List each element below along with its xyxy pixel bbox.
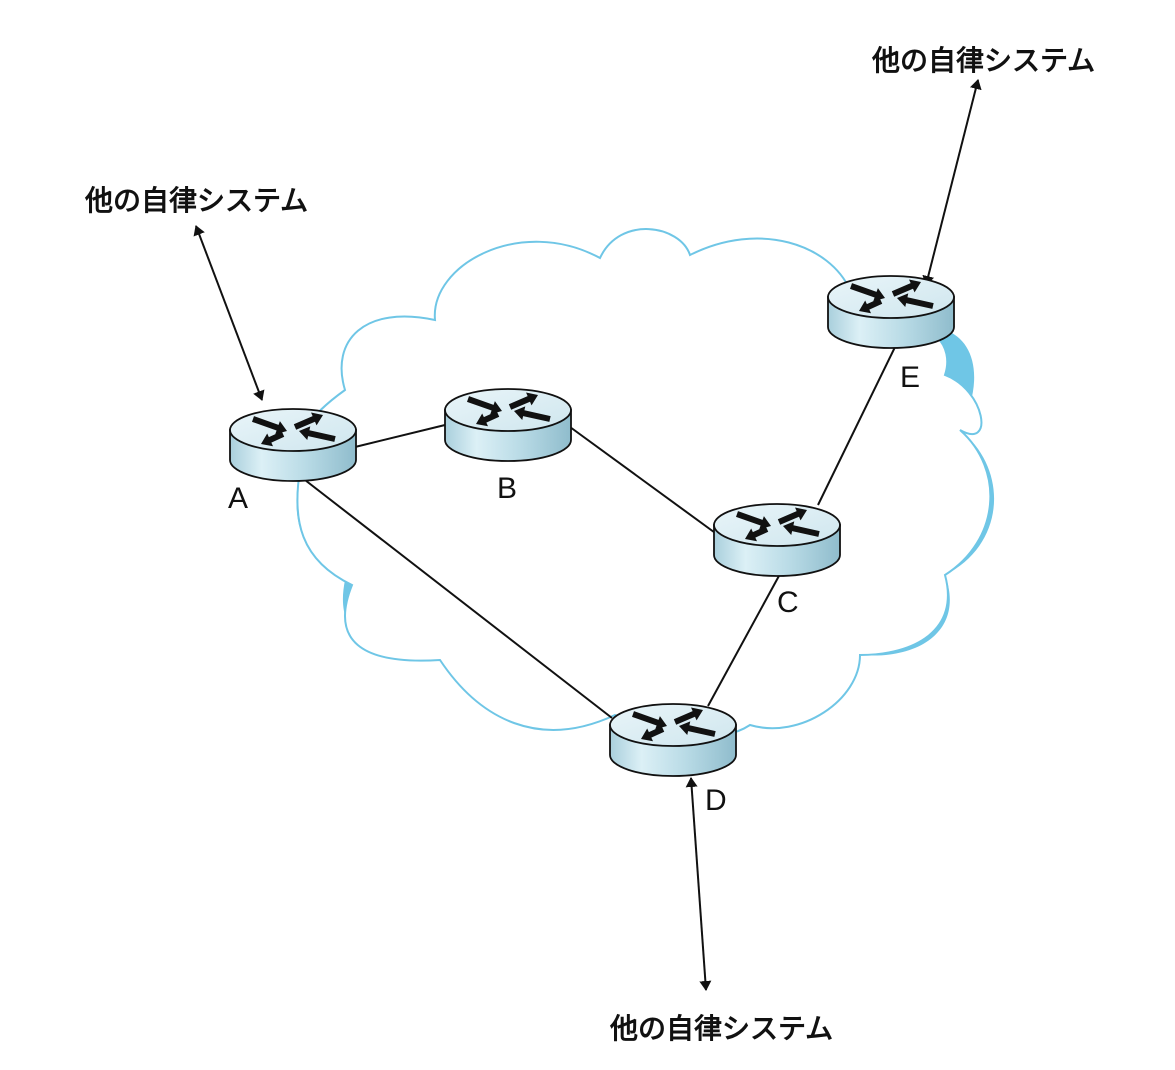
link-a-d — [304, 479, 613, 719]
router-label-a: A — [228, 482, 248, 515]
link-a-b — [354, 424, 446, 448]
external-as-label-e: 他の自律システム — [871, 44, 1095, 77]
router-label-b: B — [497, 472, 517, 505]
external-link-arrow-d — [685, 777, 712, 991]
routers-group — [229, 275, 955, 777]
router-arrow-icon — [783, 521, 820, 537]
external-link-arrow-e — [922, 79, 982, 286]
router-arrow-icon — [514, 406, 551, 422]
router-c — [713, 503, 841, 577]
router-top — [713, 503, 841, 547]
link-c-d — [707, 573, 781, 707]
router-d — [609, 703, 737, 777]
router-label-d: D — [705, 784, 727, 817]
cloud-autonomous-system — [296, 228, 992, 739]
router-arrow-icon — [293, 412, 323, 430]
router-arrow-icon — [299, 426, 336, 442]
external-as-label-a: 他の自律システム — [84, 184, 308, 217]
router-label-c: C — [777, 586, 799, 619]
router-arrow-icon — [641, 726, 665, 742]
router-arrow-icon — [673, 707, 703, 725]
router-arrow-icon — [679, 721, 716, 737]
router-b — [444, 388, 572, 462]
router-top — [609, 703, 737, 747]
router-arrow-icon — [467, 396, 502, 415]
router-arrow-icon — [252, 416, 287, 435]
router-arrow-icon — [476, 411, 500, 427]
router-arrow-icon — [736, 511, 771, 530]
router-arrow-icon — [850, 283, 885, 302]
link-c-e — [817, 344, 897, 506]
links-group — [304, 344, 897, 719]
router-arrow-icon — [508, 392, 538, 410]
router-arrow-icon — [777, 507, 807, 525]
router-arrow-icon — [891, 279, 921, 297]
router-e — [827, 275, 955, 349]
router-arrow-icon — [897, 293, 934, 309]
router-a — [229, 408, 357, 482]
external-link-arrow-a — [193, 225, 265, 401]
router-arrow-icon — [859, 298, 883, 314]
external-as-label-d: 他の自律システム — [609, 1012, 833, 1045]
router-top — [827, 275, 955, 319]
router-arrow-icon — [261, 431, 285, 447]
router-arrow-icon — [745, 526, 769, 542]
router-label-e: E — [900, 361, 920, 394]
link-b-c — [569, 426, 719, 536]
router-arrow-icon — [632, 711, 667, 730]
router-top — [229, 408, 357, 452]
router-top — [444, 388, 572, 432]
